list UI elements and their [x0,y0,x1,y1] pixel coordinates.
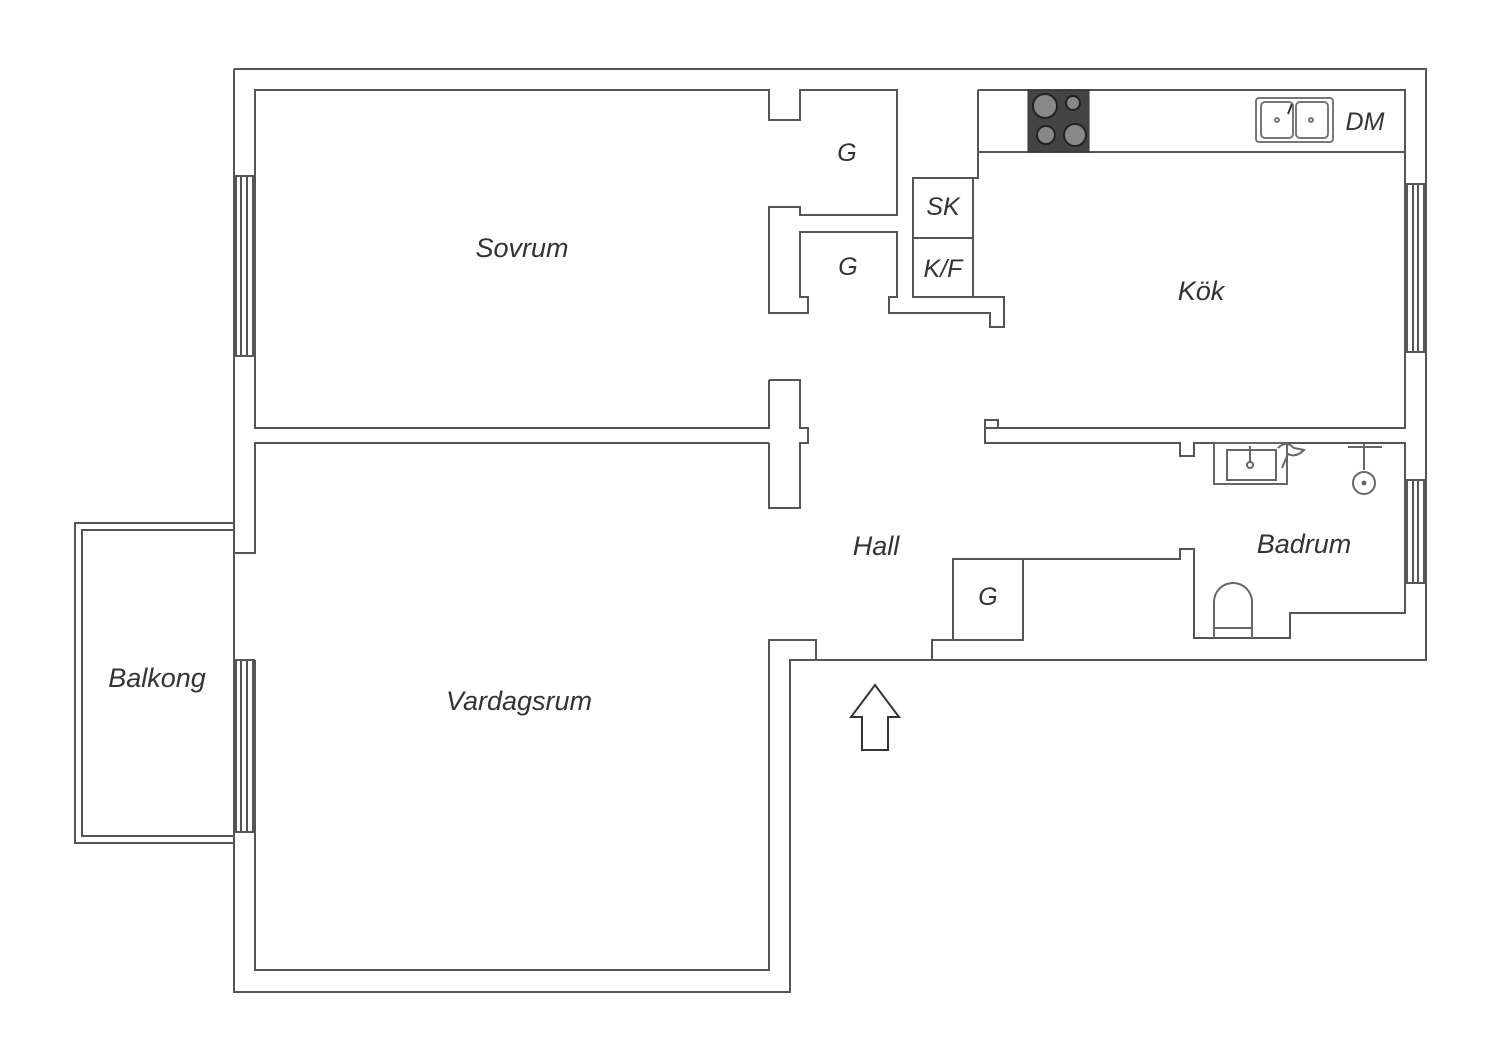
pantry-label: SK [926,193,961,221]
outer-wall [233,68,1427,993]
kitchen-sink-icon [1255,97,1334,143]
room-label-kok: Kök [1178,276,1226,306]
closet-3-box [952,558,1024,641]
room-label-badrum: Badrum [1257,529,1352,559]
shower-icon [1348,443,1382,495]
room-label-balkong: Balkong [108,663,206,693]
toilet-icon [1213,582,1253,638]
window-icon [1406,183,1425,353]
kitchen-wall [931,89,1406,660]
stove-icon [1027,89,1090,153]
dishwasher-label: DM [1346,108,1385,136]
kitchen-entry-wall [912,90,1005,328]
fridge-freezer-label: K/F [924,255,965,283]
closet-label: G [978,583,997,611]
room-label-sovrum: Sovrum [475,233,568,263]
living-room-wall [234,442,817,971]
closet-label: G [838,253,857,281]
room-label-vardagsrum: Vardagsrum [446,686,592,716]
wall-post [768,379,809,509]
washbasin-icon [1213,442,1307,485]
window-icon [235,175,254,357]
balcony [74,522,235,844]
bedroom-wall [254,89,913,429]
room-label-hall: Hall [853,531,901,561]
window-icon [235,659,254,833]
entrance-arrow-icon [849,683,901,751]
closet-label: G [837,139,856,167]
window-icon [1406,479,1425,584]
